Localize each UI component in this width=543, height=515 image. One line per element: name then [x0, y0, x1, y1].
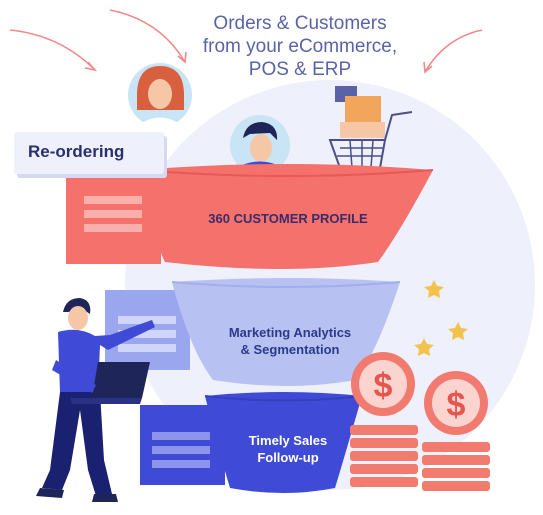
stage-3-label-line-1: Timely Sales: [248, 433, 328, 448]
coin-dollar-icon: $: [351, 352, 415, 416]
arrow-icon: [423, 29, 483, 74]
stage-2-label-line-1: Marketing Analytics: [228, 325, 352, 340]
reordering-label: Re-ordering: [28, 142, 125, 161]
svg-text:$: $: [447, 386, 466, 424]
coin-stack-left: [350, 425, 418, 487]
headline: Orders & Customers from your eCommerce, …: [170, 12, 430, 81]
coin-dollar-icon: $: [424, 371, 488, 435]
coin-stack-right: [422, 442, 490, 491]
star-icon: [414, 338, 434, 356]
laptop-icon: [70, 362, 150, 404]
star-icon: [448, 322, 468, 340]
stage-1-label: 360 CUSTOMER PROFILE: [208, 211, 368, 226]
headline-line-1: Orders & Customers: [213, 13, 387, 34]
stage-2-label: Marketing Analytics & Segmentation: [195, 324, 385, 358]
headline-line-2: from your eCommerce,: [202, 36, 398, 57]
arrow-icon: [109, 9, 187, 64]
woman-avatar-icon: [128, 63, 192, 127]
funnel-stage-3: [205, 392, 362, 493]
man-with-laptop: [36, 298, 155, 502]
star-icon: [424, 280, 444, 298]
stage-2-label-line-2: & Segmentation: [240, 342, 340, 357]
headline-line-3: POS & ERP: [248, 59, 352, 80]
shopping-cart-icon: [328, 86, 413, 169]
funnel-stage-2: [172, 278, 400, 386]
reordering-tag: Re-ordering: [14, 132, 164, 174]
stage-3-label: Timely Sales Follow-up: [228, 432, 348, 466]
arrow-icon: [9, 29, 98, 72]
stage-3-label-line-2: Follow-up: [257, 450, 319, 465]
svg-text:$: $: [374, 367, 393, 405]
funnel-stage-1: [140, 164, 433, 269]
